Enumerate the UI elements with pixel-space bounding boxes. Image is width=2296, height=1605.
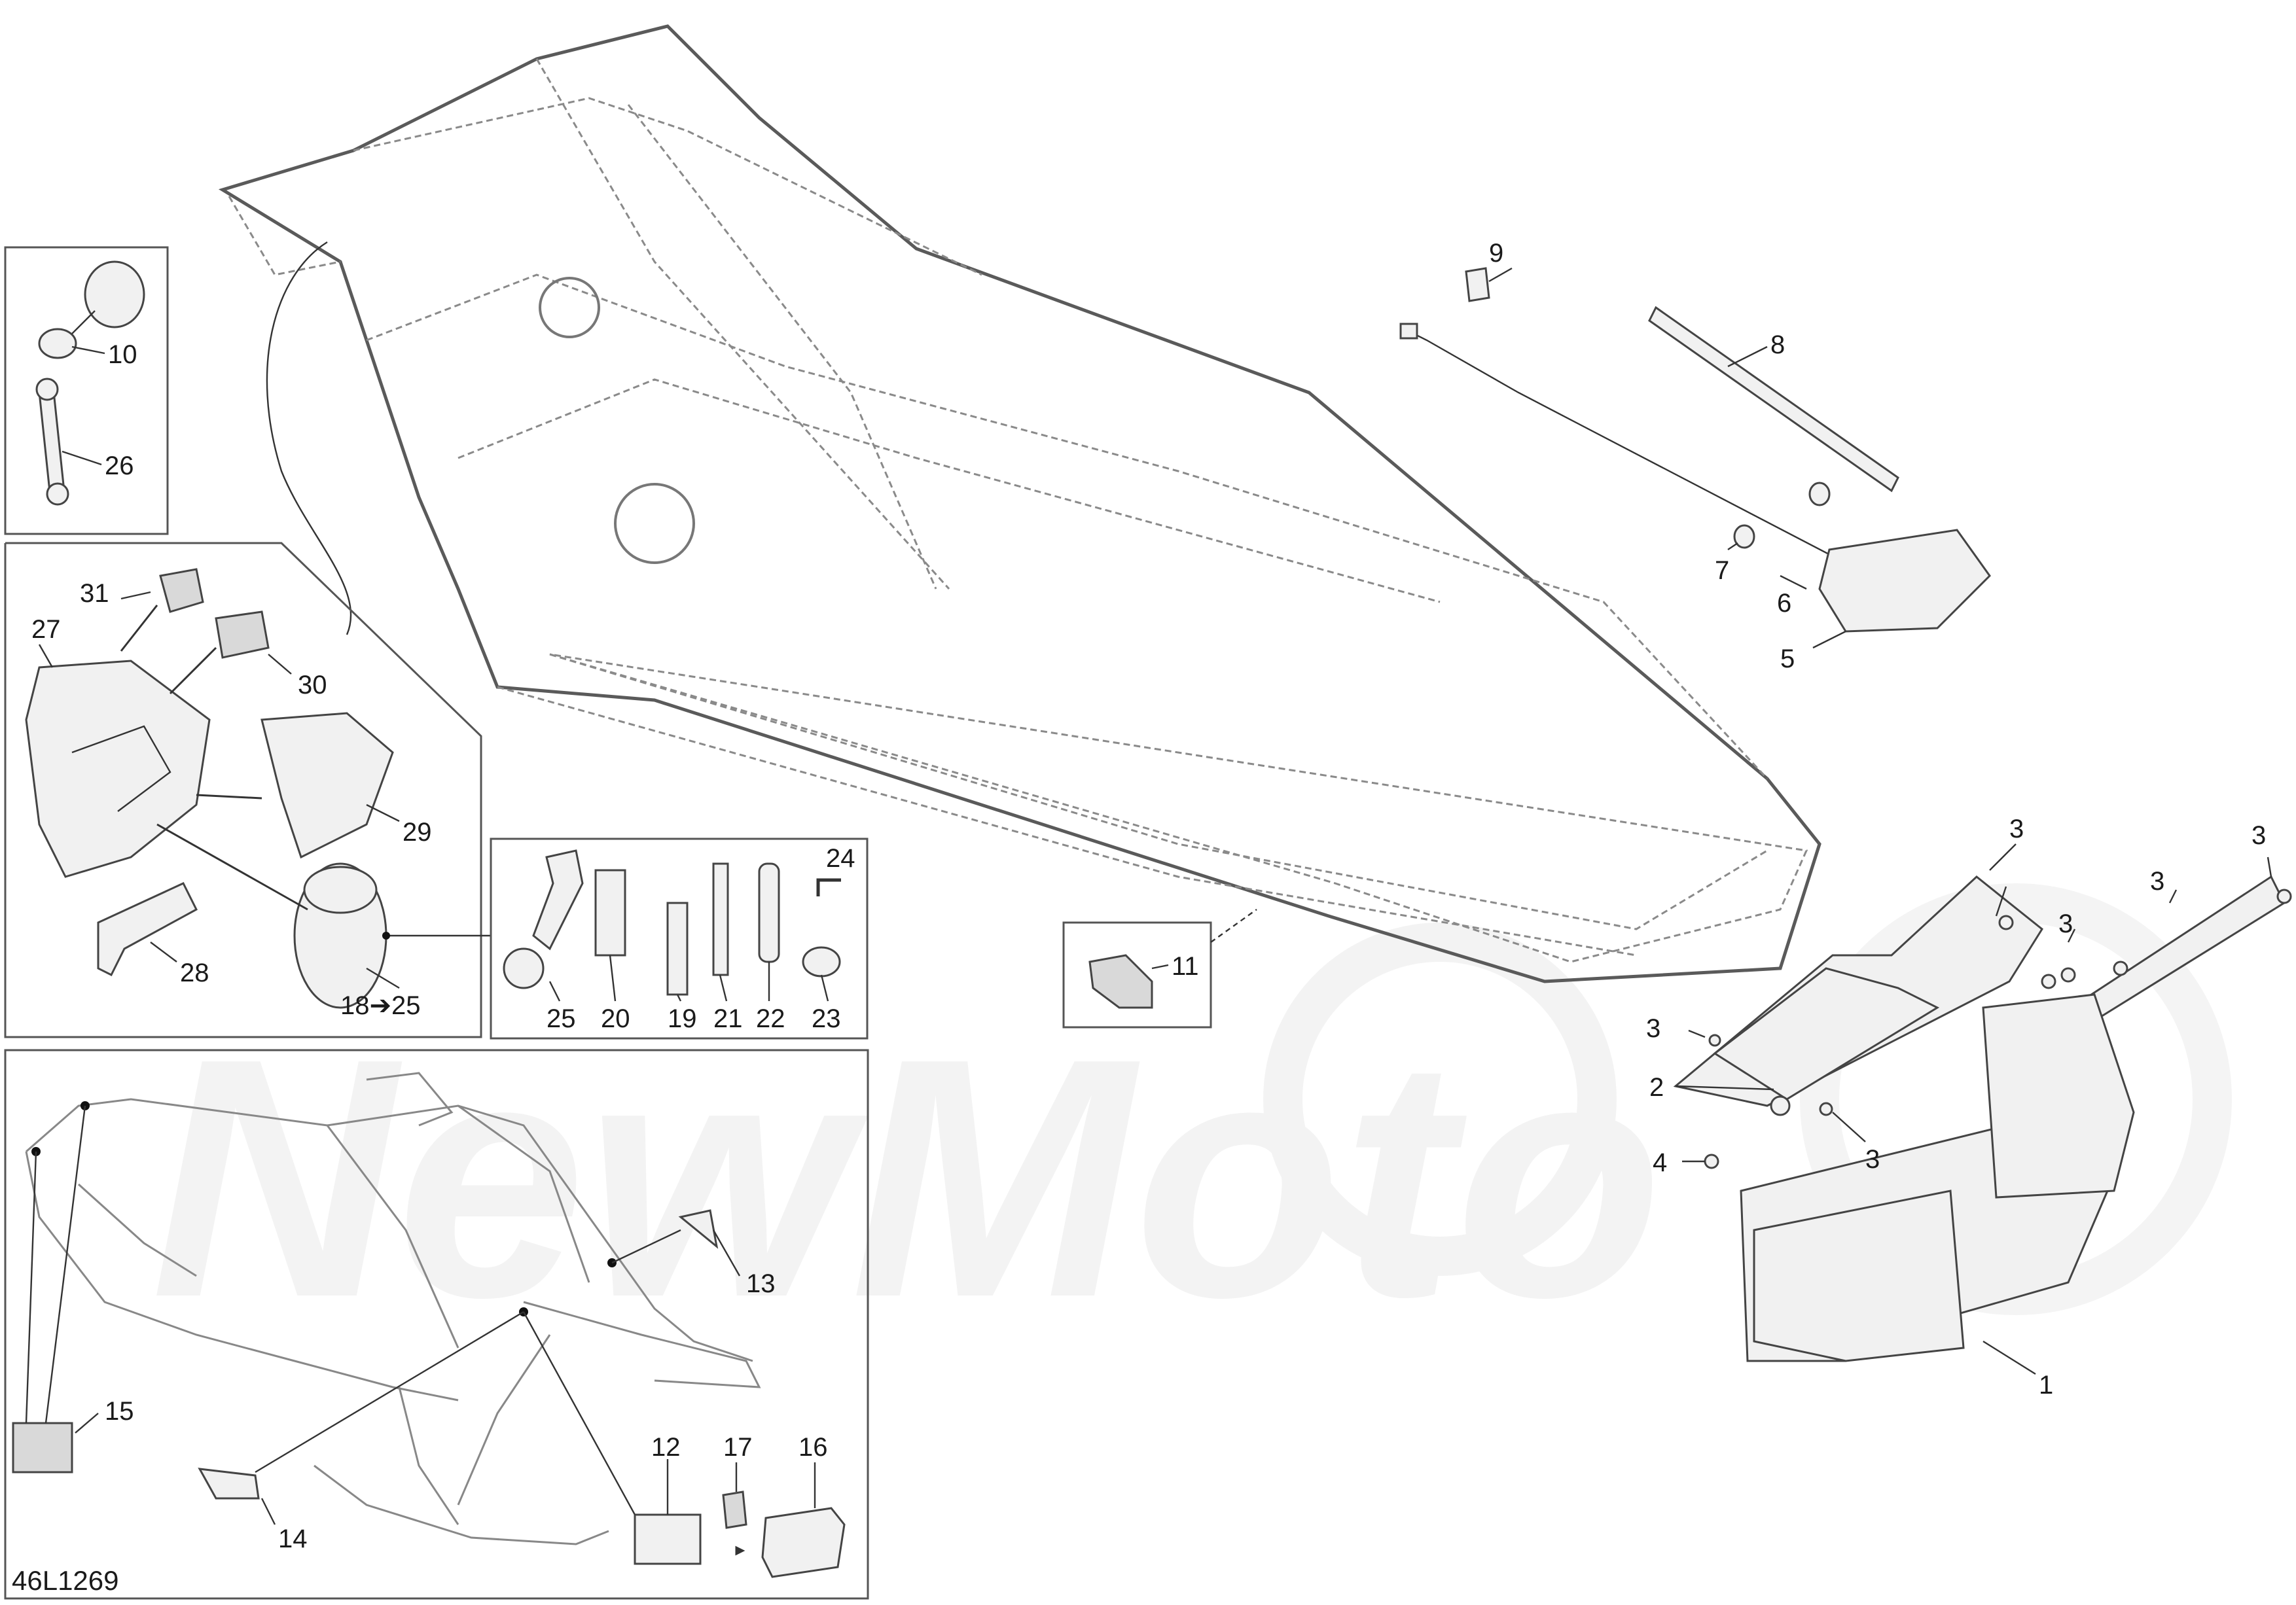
tool-part-20 — [594, 869, 626, 957]
callout-31: 31 — [80, 579, 109, 608]
callout-17: 17 — [723, 1433, 753, 1462]
decal-part-15 — [12, 1422, 73, 1473]
mirror-part — [84, 260, 145, 328]
callout-3d: 3 — [2058, 909, 2073, 938]
callout-2: 2 — [1649, 1073, 1664, 1102]
tool-part-25 — [503, 849, 584, 989]
callout-30: 30 — [298, 671, 327, 699]
diagram-code: 46L1269 — [12, 1565, 119, 1596]
box-mirror-wrench: 10 26 — [4, 246, 169, 535]
snowflap-assembly: 3 3 3 3 3 3 2 4 1 — [1646, 815, 2292, 1400]
callout-14: 14 — [278, 1525, 308, 1553]
callout-16: 16 — [798, 1433, 828, 1462]
tool-part-19 — [666, 902, 689, 996]
callout-22: 22 — [756, 1004, 785, 1033]
box-clip-11: 11 — [1062, 909, 1257, 1029]
callout-24: 24 — [826, 844, 855, 873]
callout-18-25: 18➔25 — [340, 991, 421, 1020]
block-part-30 — [215, 610, 270, 659]
clip-part-9 — [1465, 267, 1490, 302]
callout-9: 9 — [1489, 239, 1503, 268]
box-sled-decals: 13 14 15 12 17 16 46L1269 — [4, 1049, 869, 1600]
callout-10: 10 — [108, 340, 137, 369]
callout-27: 27 — [31, 615, 61, 644]
box-bag-cover: 31 27 30 29 28 18➔25 — [4, 542, 482, 1038]
decal-part-12 — [634, 1513, 702, 1565]
cable-line — [266, 241, 351, 635]
lamp-part-5 — [1818, 529, 1991, 633]
cover-part-29 — [260, 712, 394, 859]
callout-29: 29 — [403, 818, 432, 847]
box-tool-kit: 25 20 19 21 22 23 24 — [490, 838, 869, 1040]
clip-part-17 — [722, 1490, 747, 1529]
callout-25: 25 — [547, 1004, 576, 1033]
strip-part-8 — [1648, 306, 1899, 493]
callout-3b: 3 — [2251, 821, 2266, 850]
tool-part-24 — [816, 878, 841, 896]
callout-11: 11 — [1172, 952, 1199, 981]
callout-15: 15 — [105, 1397, 134, 1426]
sled-outline — [25, 1072, 761, 1545]
tool-part-22 — [758, 862, 780, 963]
callout-21: 21 — [713, 1004, 743, 1033]
callout-3c: 3 — [2150, 867, 2164, 896]
callout-3e: 3 — [1646, 1014, 1660, 1043]
decal-part-14 — [198, 1468, 260, 1500]
bag-part-27 — [25, 660, 211, 878]
callout-8: 8 — [1770, 330, 1785, 359]
callout-6: 6 — [1777, 589, 1791, 618]
watermark-text: NewMoto — [151, 988, 1663, 1368]
tool-part-23 — [802, 946, 841, 978]
callout-12: 12 — [651, 1433, 681, 1462]
callout-3f: 3 — [1865, 1145, 1880, 1174]
tool-part-21 — [712, 862, 729, 976]
callout-4: 4 — [1653, 1148, 1667, 1177]
callout-7: 7 — [1715, 556, 1729, 585]
callout-1: 1 — [2039, 1371, 2053, 1400]
wire-part-6 — [1407, 329, 1833, 557]
callout-3a: 3 — [2009, 815, 2024, 843]
strap-part-28 — [97, 882, 198, 977]
light-assembly: 9 8 7 6 5 — [1399, 239, 1991, 673]
callout-5: 5 — [1780, 644, 1795, 673]
callout-19: 19 — [668, 1004, 697, 1033]
callout-13: 13 — [746, 1269, 776, 1298]
callout-26: 26 — [105, 451, 134, 480]
holder-part-16 — [761, 1507, 846, 1578]
chassis-frame — [218, 24, 1821, 983]
decal-part-13 — [678, 1209, 719, 1249]
callout-20: 20 — [601, 1004, 630, 1033]
grommet-part-7 — [1733, 524, 1755, 549]
clip-part-11 — [1088, 954, 1153, 1009]
callout-23: 23 — [812, 1004, 841, 1033]
callout-28: 28 — [180, 959, 209, 987]
block-part-31 — [159, 568, 204, 613]
wrench-part — [35, 378, 69, 506]
